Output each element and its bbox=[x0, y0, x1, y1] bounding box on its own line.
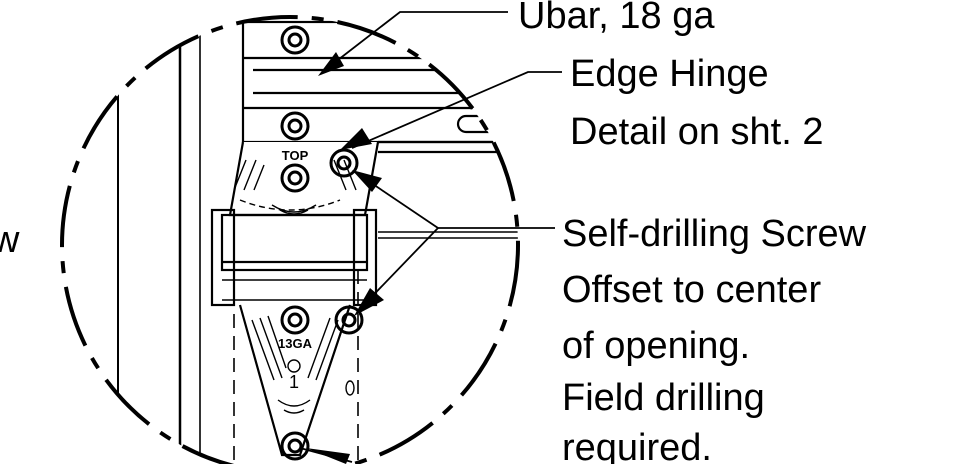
stamp-number: 1 bbox=[289, 372, 299, 392]
label-screw-4: Field drilling bbox=[562, 377, 765, 419]
screw-6 bbox=[334, 305, 364, 335]
screw-heads bbox=[280, 25, 364, 461]
screw-3 bbox=[329, 148, 359, 178]
arrow-screw-lower bbox=[354, 288, 384, 316]
arrow-screw-upper bbox=[352, 170, 382, 192]
stamp-top: TOP bbox=[282, 148, 309, 163]
label-left-fragment: w bbox=[0, 219, 20, 261]
screw-5 bbox=[280, 305, 310, 335]
label-ubar: Ubar, 18 ga bbox=[518, 0, 715, 37]
screw-7 bbox=[280, 431, 310, 461]
label-screw-5: required. bbox=[562, 427, 712, 464]
arrow-edge-hinge bbox=[340, 128, 372, 150]
label-edge-hinge-2: Detail on sht. 2 bbox=[570, 111, 823, 153]
leader-arrows bbox=[306, 52, 384, 464]
arrow-screw-bottom bbox=[306, 448, 350, 464]
label-screw-3: of opening. bbox=[562, 325, 750, 367]
label-screw-2: Offset to center bbox=[562, 269, 821, 311]
screw-1 bbox=[280, 25, 310, 55]
screw-2 bbox=[280, 111, 310, 141]
arrow-ubar bbox=[318, 52, 344, 76]
stamp-gauge: 13GA bbox=[278, 336, 313, 351]
label-screw-1: Self-drilling Screw bbox=[562, 213, 867, 255]
screw-4 bbox=[280, 163, 310, 193]
hinge-body bbox=[210, 141, 380, 464]
detail-circle bbox=[60, 15, 520, 464]
label-edge-hinge-1: Edge Hinge bbox=[570, 53, 769, 95]
